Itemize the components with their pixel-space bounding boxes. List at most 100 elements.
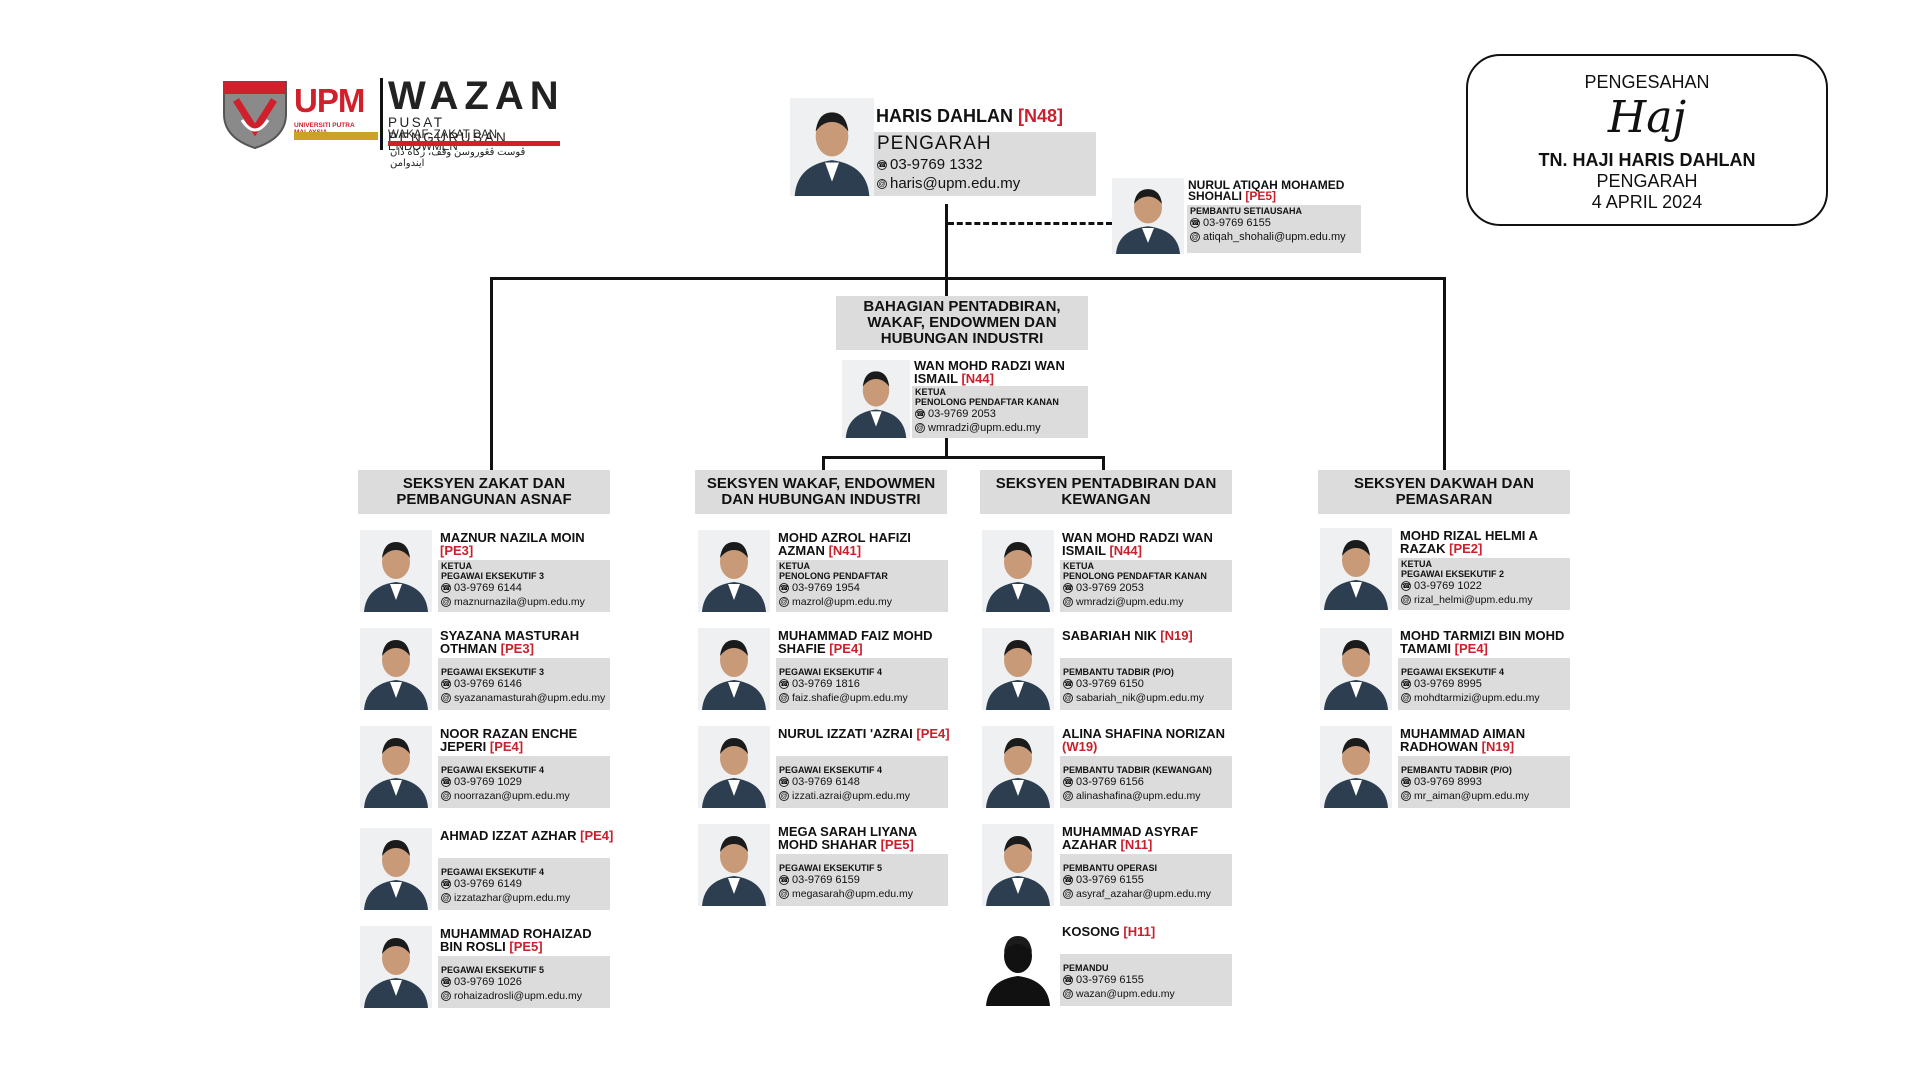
- secretary-email[interactable]: atiqah_shohali@upm.edu.my: [1203, 231, 1346, 243]
- member-name-text: MOHD TARMIZI BIN MOHD TAMAMI: [1400, 628, 1565, 656]
- approval-date: 4 APRIL 2024: [1591, 192, 1703, 212]
- member-name: MUHAMMAD FAIZ MOHD SHAFIE [PE4]: [778, 629, 954, 656]
- person-silhouette-icon: [982, 726, 1054, 808]
- wazan-wordmark: WAZAN: [388, 74, 565, 118]
- member-email-row: @megasarah@upm.edu.my: [779, 887, 945, 901]
- member-info: PEGAWAI EKSEKUTIF 4☎03-9769 6148@izzati.…: [776, 756, 948, 808]
- phone-icon: ☎: [779, 875, 789, 885]
- member-name: SYAZANA MASTURAH OTHMAN [PE3]: [440, 629, 616, 656]
- member-photo: [1320, 726, 1392, 808]
- member-phone: 03-9769 8995: [1414, 678, 1482, 690]
- member-email[interactable]: noorrazan@upm.edu.my: [454, 790, 570, 802]
- member-photo: [698, 726, 770, 808]
- member-phone-row: ☎03-9769 6155: [1063, 873, 1229, 887]
- phone-icon: ☎: [779, 679, 789, 689]
- member-email[interactable]: rizal_helmi@upm.edu.my: [1414, 594, 1533, 606]
- member-email[interactable]: izzati.azrai@upm.edu.my: [792, 790, 911, 802]
- member-email[interactable]: mohdtarmizi@upm.edu.my: [1414, 692, 1540, 704]
- member-phone: 03-9769 6146: [454, 678, 522, 690]
- member-name-text: MAZNUR NAZILA MOIN: [440, 530, 585, 545]
- member-email[interactable]: wmradzi@upm.edu.my: [1076, 596, 1184, 608]
- phone-icon: ☎: [441, 777, 451, 787]
- member-phone: 03-9769 6155: [1076, 974, 1144, 986]
- member-role-1: KETUA: [441, 561, 472, 571]
- member-grade: [PE4]: [489, 738, 524, 754]
- director-email[interactable]: haris@upm.edu.my: [890, 175, 1021, 192]
- member-role-spacer: [441, 757, 607, 765]
- email-icon: @: [1063, 597, 1073, 607]
- member-phone: 03-9769 6159: [792, 874, 860, 886]
- wazan-red-bar: [388, 141, 560, 146]
- member-grade: [PE5]: [509, 938, 543, 954]
- member-email[interactable]: wazan@upm.edu.my: [1076, 988, 1175, 1000]
- member-grade: [PE4]: [1454, 640, 1488, 656]
- person-silhouette-icon: [982, 924, 1054, 1006]
- member-phone-row: ☎03-9769 1029: [441, 775, 607, 789]
- connector-main-horizontal: [490, 277, 1446, 280]
- email-icon: @: [441, 893, 451, 903]
- section-title-zakat: SEKSYEN ZAKAT DAN PEMBANGUNAN ASNAF: [358, 470, 610, 514]
- section-title-wakaf: SEKSYEN WAKAF, ENDOWMEN DAN HUBUNGAN IND…: [695, 470, 947, 514]
- member-phone-row: ☎03-9769 6144: [441, 581, 607, 595]
- signature: Haj: [1607, 92, 1687, 143]
- member-email[interactable]: alinashafina@upm.edu.my: [1076, 790, 1201, 802]
- email-icon: @: [1190, 232, 1200, 242]
- member-email[interactable]: megasarah@upm.edu.my: [792, 888, 913, 900]
- member-name-text: ALINA SHAFINA NORIZAN: [1062, 726, 1225, 741]
- member-phone: 03-9769 8993: [1414, 776, 1482, 788]
- member-email-row: @asyraf_azahar@upm.edu.my: [1063, 887, 1229, 901]
- member-grade: [PE3]: [500, 640, 534, 656]
- director-grade: [N48]: [1018, 106, 1064, 126]
- director-phone-row: ☎03-9769 1332: [877, 155, 1093, 174]
- member-email[interactable]: syazanamasturah@upm.edu.my: [454, 692, 606, 704]
- member-email[interactable]: faiz.shafie@upm.edu.my: [792, 692, 908, 704]
- member-email[interactable]: mazrol@upm.edu.my: [792, 596, 892, 608]
- member-name-text: WAN MOHD RADZI WAN ISMAIL: [1062, 530, 1213, 558]
- member-photo: [360, 530, 432, 612]
- member-photo: [1320, 628, 1392, 710]
- member-grade: [PE4]: [829, 640, 863, 656]
- person-silhouette-icon: [1320, 628, 1392, 710]
- person-silhouette-icon: [982, 824, 1054, 906]
- member-role-spacer: [779, 855, 945, 863]
- member-role-2: PEGAWAI EKSEKUTIF 3: [441, 571, 545, 581]
- member-phone: 03-9769 6156: [1076, 776, 1144, 788]
- section-title-pentadbiran: SEKSYEN PENTADBIRAN DAN KEWANGAN: [980, 470, 1232, 514]
- member-role-2: PEGAWAI EKSEKUTIF 4: [441, 765, 545, 775]
- member-email[interactable]: mr_aiman@upm.edu.my: [1414, 790, 1530, 802]
- member-email[interactable]: sabariah_nik@upm.edu.my: [1076, 692, 1204, 704]
- connector-sub-left: [822, 456, 825, 472]
- member-phone-row: ☎03-9769 8993: [1401, 775, 1567, 789]
- member-photo: [982, 530, 1054, 612]
- member-role-2: PEGAWAI EKSEKUTIF 2: [1401, 569, 1505, 579]
- member-role-2: PEGAWAI EKSEKUTIF 5: [779, 863, 883, 873]
- member-email[interactable]: maznurnazila@upm.edu.my: [454, 596, 585, 608]
- member-name: NURUL IZZATI 'AZRAI [PE4]: [778, 727, 954, 741]
- section-title-dakwah: SEKSYEN DAKWAH DAN PEMASARAN: [1318, 470, 1570, 514]
- director-role: PENGARAH: [877, 133, 992, 154]
- person-silhouette-icon: [1320, 528, 1392, 610]
- member-name: NOOR RAZAN ENCHE JEPERI [PE4]: [440, 727, 616, 754]
- member-name: MUHAMMAD ROHAIZAD BIN ROSLI [PE5]: [440, 926, 616, 954]
- member-name-text: MUHAMMAD ROHAIZAD BIN ROSLI: [440, 926, 592, 954]
- member-role-2: PEMBANTU TADBIR (KEWANGAN): [1063, 765, 1212, 775]
- member-email-row: @alinashafina@upm.edu.my: [1063, 789, 1229, 803]
- division-head-email[interactable]: wmradzi@upm.edu.my: [928, 422, 1041, 434]
- member-card-dakwah-3: MUHAMMAD AIMAN RADHOWAN [N19]PEMBANTU TA…: [1320, 726, 1580, 810]
- member-grade: [N19]: [1160, 628, 1193, 643]
- phone-icon: ☎: [779, 583, 789, 593]
- member-role-2: PEGAWAI EKSEKUTIF 4: [1401, 667, 1505, 677]
- member-card-wakaf-3: NURUL IZZATI 'AZRAI [PE4] PEGAWAI EKSEKUT…: [698, 726, 958, 810]
- member-card-pentadbiran-2: SABARIAH NIK [N19]PEMBANTU TADBIR (P/O)☎…: [982, 628, 1242, 712]
- member-name: KOSONG [H11]: [1062, 925, 1238, 939]
- member-email-row: @sabariah_nik@upm.edu.my: [1063, 691, 1229, 705]
- member-email[interactable]: rohaizadrosli@upm.edu.my: [454, 990, 582, 1002]
- email-icon: @: [441, 597, 451, 607]
- member-role-2: PENOLONG PENDAFTAR KANAN: [1063, 571, 1207, 581]
- member-role-spacer: [1063, 757, 1229, 765]
- member-email[interactable]: izzatazhar@upm.edu.my: [454, 892, 571, 904]
- member-email[interactable]: asyraf_azahar@upm.edu.my: [1076, 888, 1211, 900]
- director-email-row: @haris@upm.edu.my: [877, 174, 1093, 193]
